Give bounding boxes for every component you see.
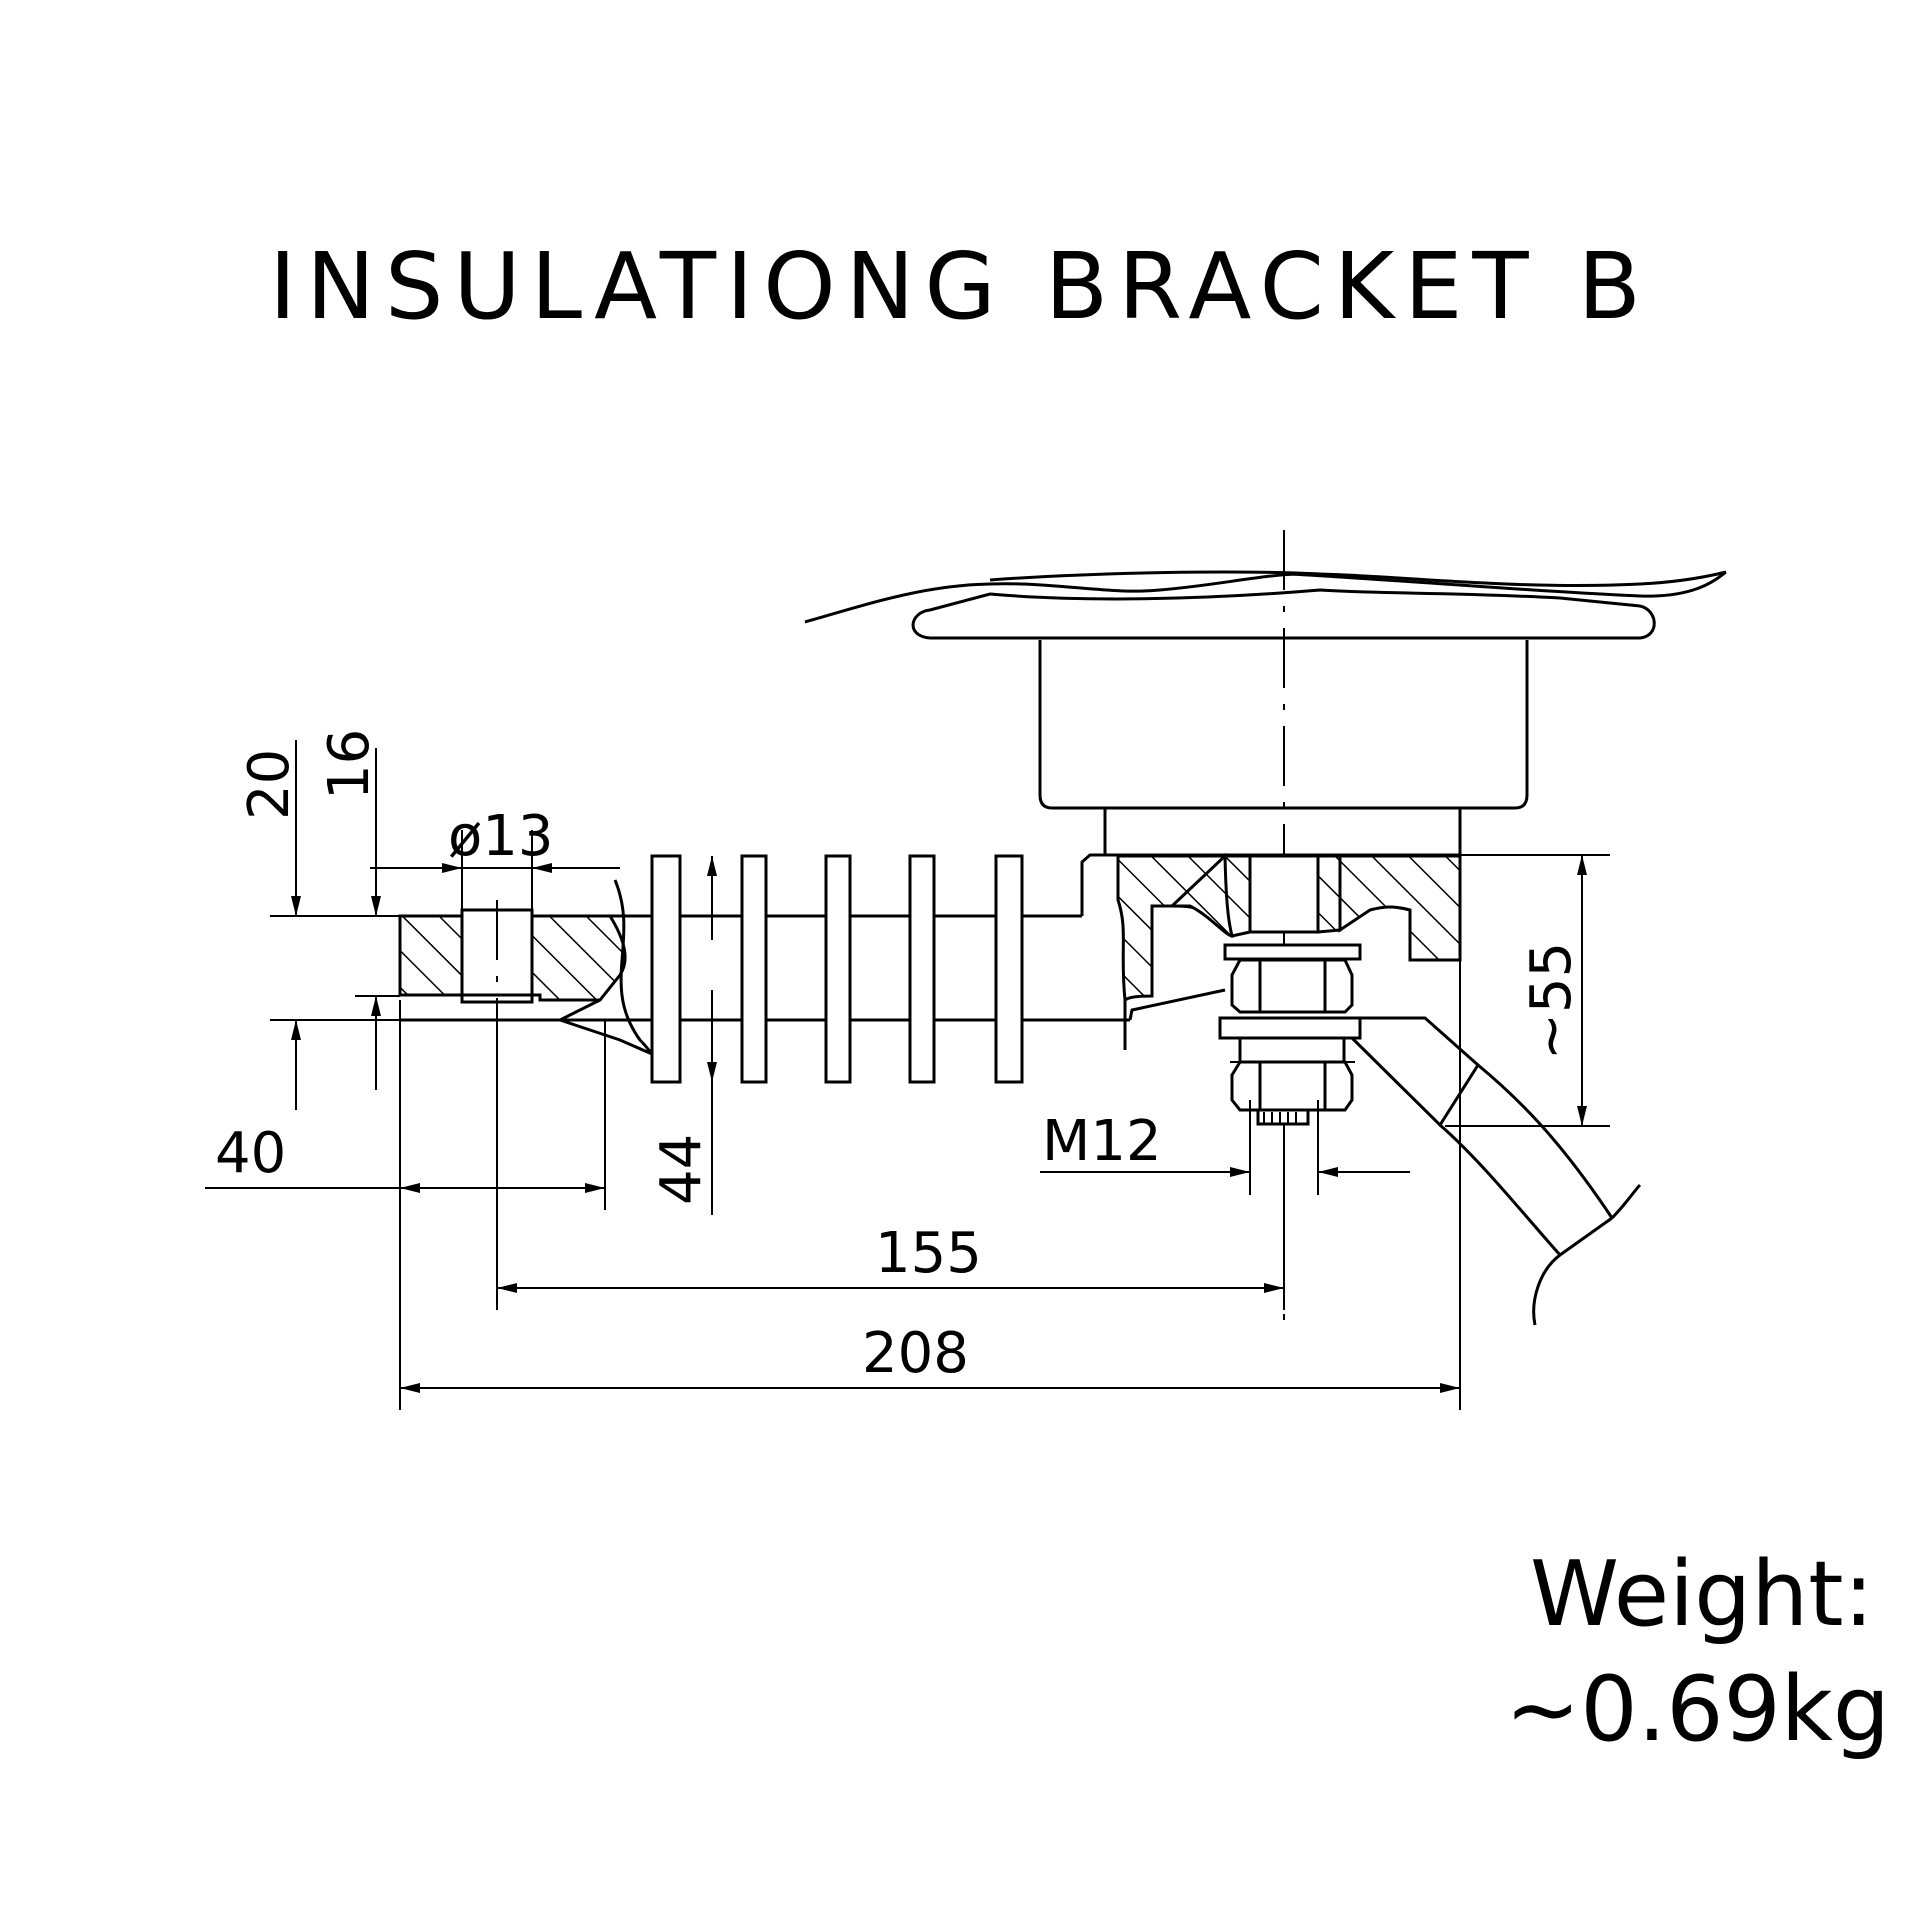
dim-155: 155 <box>875 1221 982 1286</box>
drawing-title: INSULATIONG BRACKET B <box>269 233 1651 340</box>
flange-plate <box>911 588 1656 640</box>
dim-55: ~55 <box>1519 942 1584 1060</box>
bolt-assembly <box>1218 943 1362 1126</box>
dimension-lines <box>205 740 1610 1410</box>
dim-hole-diameter: ø13 <box>448 804 554 869</box>
weight-value: ~0.69kg <box>1505 1657 1890 1762</box>
weight-label: Weight: <box>1530 1542 1874 1647</box>
dim-20: 20 <box>237 749 302 820</box>
dim-44: 44 <box>649 1134 714 1205</box>
dim-16: 16 <box>317 729 382 800</box>
dim-208: 208 <box>862 1321 969 1386</box>
insulator-fins <box>650 854 1024 1084</box>
dim-m12: M12 <box>1042 1109 1162 1174</box>
clamp-block <box>1080 852 1462 1050</box>
mounting-surface <box>804 570 1727 624</box>
dim-40: 40 <box>215 1121 286 1186</box>
